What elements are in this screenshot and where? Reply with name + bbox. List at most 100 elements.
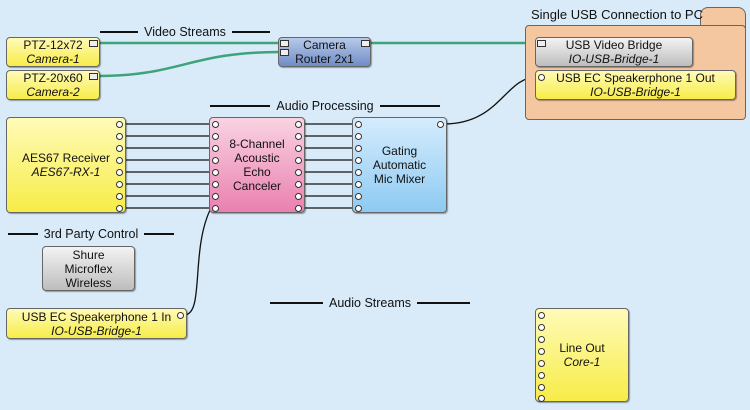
aec-output-pin-3[interactable] — [294, 144, 302, 152]
video-wire-ptz2-to-router[interactable] — [97, 50, 281, 78]
usb-out-input-pin[interactable] — [537, 73, 545, 81]
usb-group-title: Single USB Connection to PC — [531, 7, 703, 22]
audio-wire-mixer-to-usb-out[interactable] — [443, 76, 538, 125]
block-title: PTZ-12x72 — [23, 38, 83, 52]
usb-video-bridge-block[interactable]: USB Video Bridge IO-USB-Bridge-1 — [535, 37, 693, 67]
block-instance-name: IO-USB-Bridge-1 — [590, 85, 681, 99]
aec-input-pin-6[interactable] — [211, 180, 219, 188]
aec-line-3: Echo — [243, 165, 271, 179]
block-instance-name: Camera-1 — [26, 52, 80, 66]
aes67-output-pin-6[interactable] — [115, 180, 123, 188]
section-rule — [231, 31, 271, 33]
section-rule — [144, 233, 175, 235]
aec-line-2: Acoustic — [234, 151, 280, 165]
block-title: Line Out — [559, 341, 605, 355]
aec-block[interactable]: 8-Channel Acoustic Echo Canceler — [209, 117, 305, 213]
line-out-input-pin-6[interactable] — [537, 371, 545, 379]
aes67-output-pin-8[interactable] — [115, 204, 123, 212]
aec-output-pin-6[interactable] — [294, 180, 302, 188]
shure-line-2: Microflex — [64, 261, 113, 276]
aes67-output-pin-5[interactable] — [115, 168, 123, 176]
block-title: USB EC Speakerphone 1 Out — [556, 71, 715, 85]
line-out-input-pin-4[interactable] — [537, 347, 545, 355]
aec-input-pin-3[interactable] — [211, 144, 219, 152]
section-rule — [270, 302, 324, 304]
mixer-input-pin-4[interactable] — [354, 156, 362, 164]
line-out-input-pin-7[interactable] — [537, 383, 545, 391]
camera-router-block[interactable]: Camera Router 2x1 — [278, 37, 371, 67]
aec-input-pin-4[interactable] — [211, 156, 219, 164]
block-title: AES67 Receiver — [21, 151, 111, 165]
aec-output-pin-5[interactable] — [294, 168, 302, 176]
section-rule — [417, 302, 471, 304]
ptz-camera-2-block[interactable]: PTZ-20x60 Camera-2 — [6, 70, 100, 100]
aec-output-pin-8[interactable] — [294, 204, 302, 212]
block-instance-name: Camera-2 — [26, 85, 80, 99]
ptz-camera-1-block[interactable]: PTZ-12x72 Camera-1 — [6, 37, 100, 67]
aes67-output-pin-1[interactable] — [115, 120, 123, 128]
block-title: USB Video Bridge — [565, 38, 663, 52]
aec-line-1: 8-Channel — [229, 137, 285, 151]
router-video-in-port-2[interactable] — [279, 48, 289, 56]
aec-input-pin-7[interactable] — [211, 192, 219, 200]
aes67-output-pin-4[interactable] — [115, 156, 123, 164]
mixer-input-pin-2[interactable] — [354, 132, 362, 140]
mixer-input-pin-3[interactable] — [354, 144, 362, 152]
section-rule — [8, 233, 38, 235]
block-instance-name: AES67-RX-1 — [31, 165, 101, 179]
aes67-output-pin-3[interactable] — [115, 144, 123, 152]
section-video-streams-label: Video Streams — [144, 25, 226, 39]
aec-input-pin-1[interactable] — [211, 120, 219, 128]
aec-input-pin-5[interactable] — [211, 168, 219, 176]
aes67-output-pin-2[interactable] — [115, 132, 123, 140]
gating-line-3: Mic Mixer — [373, 172, 426, 186]
aec-line-4: Canceler — [232, 179, 282, 193]
shure-microflex-block[interactable]: Shure Microflex Wireless — [42, 246, 135, 291]
block-instance-name: IO-USB-Bridge-1 — [568, 52, 660, 66]
gating-mixer-block[interactable]: Gating Automatic Mic Mixer — [352, 117, 447, 213]
usb-speakerphone-out-block[interactable]: USB EC Speakerphone 1 Out IO-USB-Bridge-… — [535, 70, 736, 100]
line-out-input-pin-2[interactable] — [537, 323, 545, 331]
section-audio-streams-label: Audio Streams — [329, 296, 411, 310]
mixer-input-pin-7[interactable] — [354, 192, 362, 200]
block-title: USB EC Speakerphone 1 In — [21, 309, 172, 324]
shure-line-3: Wireless — [65, 275, 112, 290]
aec-input-pin-8[interactable] — [211, 204, 219, 212]
mixer-input-pin-1[interactable] — [354, 120, 362, 128]
block-title: Camera — [303, 38, 346, 52]
ptz1-video-out-port[interactable] — [88, 39, 98, 47]
section-third-party-control: 3rd Party Control — [8, 227, 175, 241]
line-out-input-pin-3[interactable] — [537, 335, 545, 343]
aes67-output-pin-7[interactable] — [115, 192, 123, 200]
line-out-input-pin-5[interactable] — [537, 359, 545, 367]
line-out-input-pin-8[interactable] — [537, 394, 545, 402]
line-out-input-pin-1[interactable] — [537, 311, 545, 319]
line-out-block[interactable]: Line Out Core-1 — [535, 308, 629, 402]
section-audio-processing-label: Audio Processing — [276, 99, 374, 113]
block-instance-name: IO-USB-Bridge-1 — [51, 323, 142, 338]
aec-output-pin-1[interactable] — [294, 120, 302, 128]
section-third-party-control-label: 3rd Party Control — [43, 227, 139, 241]
mixer-input-pin-5[interactable] — [354, 168, 362, 176]
aec-output-pin-7[interactable] — [294, 192, 302, 200]
ptz2-video-out-port[interactable] — [88, 72, 98, 80]
audio-wire-aec-ref-to-usb-in[interactable] — [183, 207, 212, 316]
mixer-input-pin-6[interactable] — [354, 180, 362, 188]
aec-input-pin-2[interactable] — [211, 132, 219, 140]
mixer-output-pin[interactable] — [436, 120, 444, 128]
aec-output-pin-4[interactable] — [294, 156, 302, 164]
gating-line-1: Gating — [381, 144, 418, 158]
block-subtitle: Router 2x1 — [295, 52, 354, 66]
aec-output-pin-2[interactable] — [294, 132, 302, 140]
section-rule — [100, 31, 139, 33]
router-video-out-port[interactable] — [360, 39, 370, 47]
aes67-receiver-block[interactable]: AES67 Receiver AES67-RX-1 — [6, 117, 126, 213]
section-audio-streams: Audio Streams — [270, 296, 471, 310]
section-rule — [379, 105, 440, 107]
mixer-input-pin-8[interactable] — [354, 204, 362, 212]
usb-speakerphone-in-block[interactable]: USB EC Speakerphone 1 In IO-USB-Bridge-1 — [6, 308, 187, 339]
router-video-in-port-1[interactable] — [279, 39, 289, 47]
usb-video-in-port[interactable] — [536, 39, 546, 47]
usb-in-output-pin[interactable] — [176, 311, 184, 319]
